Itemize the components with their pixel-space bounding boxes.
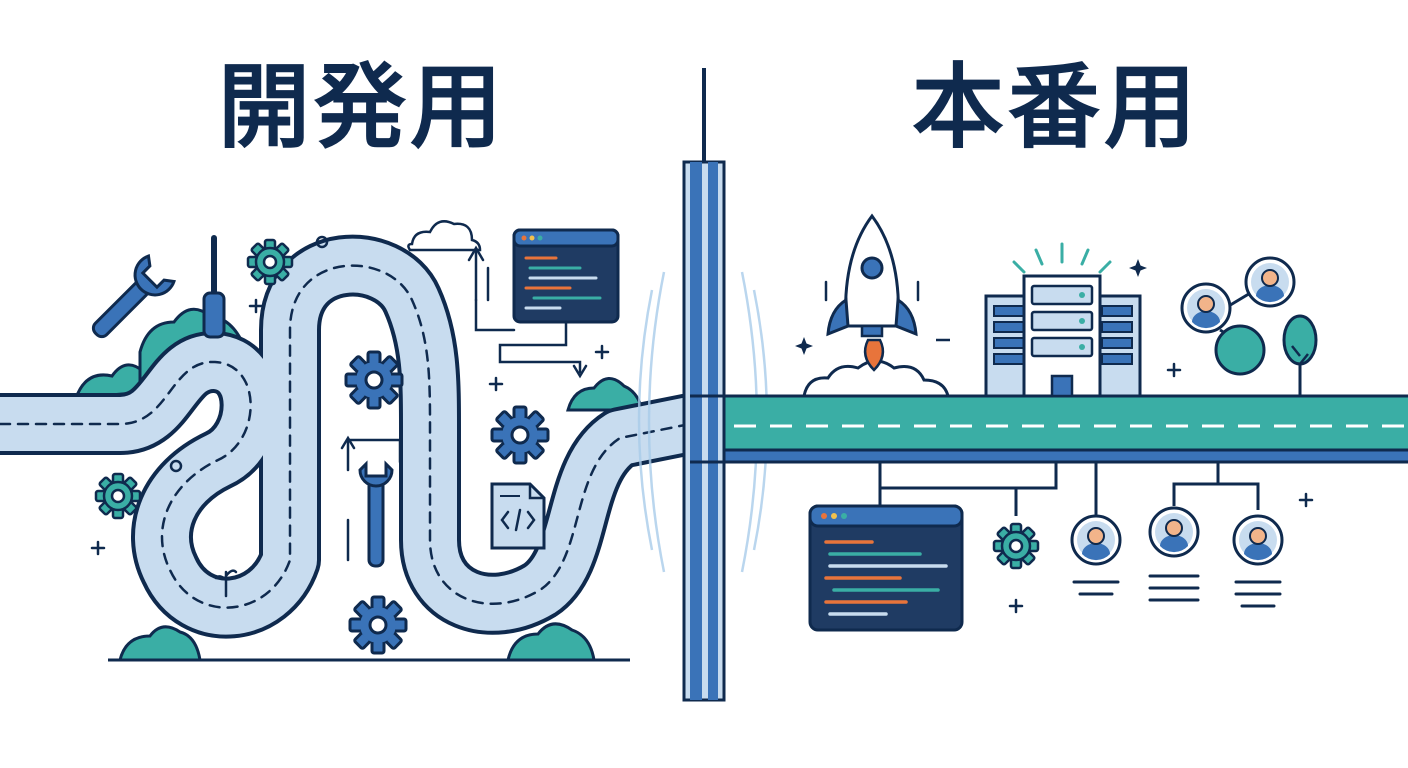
org-connector [878, 462, 1260, 516]
connector-line [474, 298, 588, 379]
profile-text-lines [1072, 574, 1282, 608]
gear-icon [490, 405, 550, 465]
screwdriver-icon [202, 235, 226, 339]
sparkle-icon [90, 235, 610, 556]
user-avatar-icon [1244, 256, 1296, 308]
wrench-icon [91, 254, 176, 339]
gear-icon [344, 350, 404, 410]
gear-icon [94, 472, 142, 520]
wrench-icon [358, 460, 394, 568]
gear-icon [246, 238, 294, 286]
gear-icon [992, 522, 1040, 570]
user-avatar-icon [1070, 514, 1122, 566]
sparkle-icon [1129, 259, 1147, 277]
sparkle-icon [1008, 598, 1024, 614]
gear-icon [348, 595, 408, 655]
sparkle-icon [795, 337, 813, 355]
sparkle-icon [1166, 362, 1182, 378]
code-file-icon [490, 482, 546, 550]
user-avatar-icon [1232, 514, 1284, 566]
rocket-icon [802, 213, 950, 398]
environment-divider [637, 68, 769, 702]
sparkle-icon [1298, 492, 1314, 508]
winding-dev-road [0, 234, 721, 639]
code-window-icon [808, 504, 964, 632]
cloud-icon [407, 220, 482, 252]
sprout-icon [214, 569, 238, 598]
user-avatar-icon [1180, 282, 1232, 334]
code-window-icon [512, 228, 620, 324]
tree-icon [1282, 314, 1318, 396]
upload-arrow-icon [467, 245, 490, 302]
development-title: 開発用 [218, 54, 507, 161]
server-building-icon [984, 242, 1142, 398]
user-avatar-icon [1148, 506, 1200, 558]
cycle-arrow-icon [340, 435, 402, 562]
production-highway [690, 394, 1408, 464]
production-title: 本番用 [912, 54, 1201, 161]
